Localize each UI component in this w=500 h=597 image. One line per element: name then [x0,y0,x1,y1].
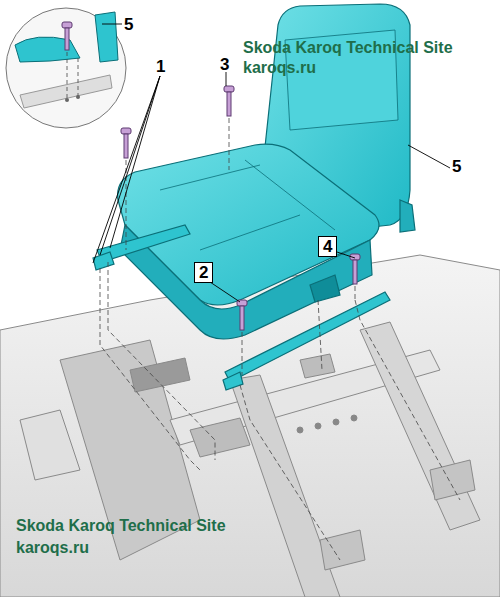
watermark: Skoda Karoq Technical Site [16,518,226,534]
watermark: karoqs.ru [243,60,316,76]
bolts [121,86,360,330]
callout-number: 4 [318,236,337,257]
callout-number: 3 [220,56,229,73]
callout-number: 1 [156,58,165,75]
watermark: karoqs.ru [16,540,89,556]
detail-inset [6,8,126,128]
leader-lines [93,24,450,302]
callout-number: 5 [452,158,461,175]
callout-number: 2 [194,262,213,283]
guide-lines [100,118,460,560]
callout-number: 5 [124,16,133,33]
watermark: Skoda Karoq Technical Site [243,40,453,56]
